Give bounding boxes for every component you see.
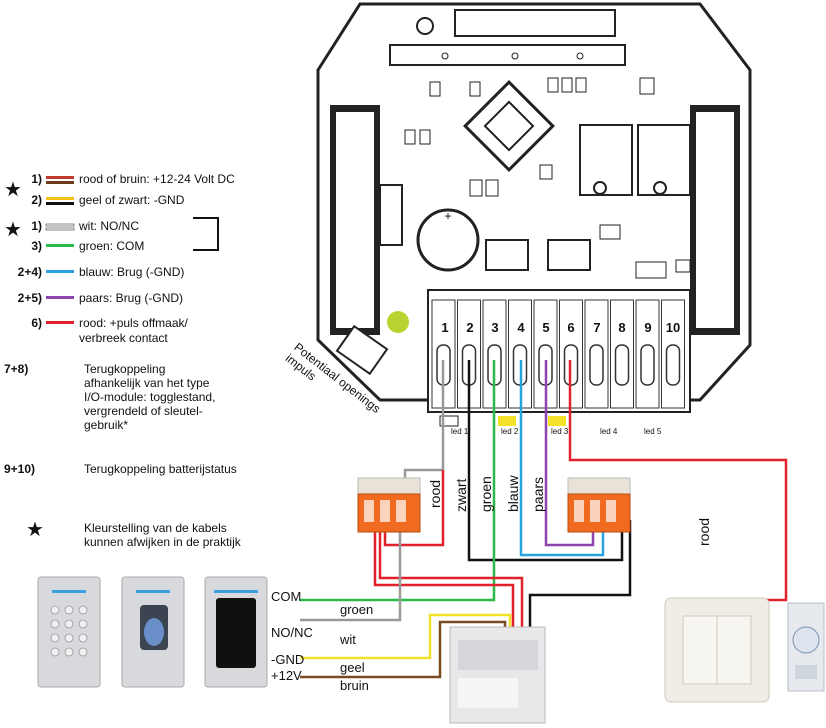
wire-label-groen: groen	[478, 476, 494, 512]
legend-text-6: paars: Brug (-GND)	[79, 291, 184, 305]
psu-term-12v: +12V	[271, 668, 302, 683]
terminal-9: 9	[644, 320, 652, 335]
terminal-slot	[589, 344, 604, 386]
legend-text-3: wit: NO/NC	[79, 219, 139, 233]
led-2-label: led 2	[501, 427, 519, 436]
legend-num-2: 2)	[31, 193, 42, 207]
wire-label-zwart: zwart	[453, 478, 469, 512]
terminal-8: 8	[618, 320, 626, 335]
wire-label-blauw: blauw	[505, 475, 521, 512]
wire-label-paars: paars	[530, 476, 546, 512]
keypad-reader	[37, 576, 101, 688]
terminal-10: 10	[665, 320, 681, 335]
psu-term-nonc: NO/NC	[271, 625, 313, 640]
terminal-4: 4	[517, 320, 525, 335]
legend-swatches	[45, 176, 75, 324]
led-1-label: led 1	[451, 427, 469, 436]
legend-num-7: 6)	[31, 316, 42, 330]
wire-black-2	[467, 360, 624, 562]
terminal-3: 3	[491, 320, 499, 335]
legend-text-7-cont: verbreek contact	[79, 331, 168, 345]
wire-label-rood-left: rood	[427, 479, 443, 508]
psu-term-com: COM	[271, 589, 302, 604]
led-3-label: led 3	[551, 427, 569, 436]
legend-num-4: 3)	[31, 239, 42, 253]
terminal-5: 5	[542, 320, 550, 335]
note-78-num: 7+8)	[4, 362, 29, 376]
fingerprint-reader	[121, 576, 185, 688]
star-icon: ★	[26, 519, 44, 541]
psu-color-groen: groen	[340, 602, 374, 617]
terminal-1: 1	[441, 320, 449, 335]
psu-color-geel: geel	[340, 660, 365, 675]
terminal-slot	[614, 344, 630, 386]
legend-text-4: groen: COM	[79, 239, 145, 253]
legend-text-7: rood: +puls offmaak/	[79, 316, 188, 330]
power-supply	[449, 626, 546, 724]
rfid-reader	[204, 576, 268, 688]
status-led	[387, 311, 409, 333]
note-910-text: Terugkoppeling batterijstatus	[84, 462, 237, 476]
psu-color-bruin: bruin	[340, 678, 369, 693]
led-4-label: led 4	[600, 427, 618, 436]
terminal-2: 2	[466, 320, 474, 335]
led-5-label: led 5	[644, 427, 662, 436]
wago-connector-right	[567, 477, 631, 533]
legend-num-3: 1)	[31, 219, 42, 233]
star-note: Kleurstelling van de kabels kunnen afwij…	[84, 521, 241, 549]
wago-connector-left	[357, 477, 421, 533]
light-switch	[664, 597, 770, 703]
wire-green-3	[300, 360, 496, 602]
wire-label-rood-right: rood	[696, 517, 712, 546]
legend-num-5: 2+4)	[17, 265, 42, 279]
legend-text-2: geel of zwart: -GND	[79, 193, 185, 207]
wire-blue-4	[519, 360, 605, 557]
legend-num-6: 2+5)	[17, 291, 42, 305]
note-78-text: Terugkoppeling afhankelijk van het type …	[84, 362, 216, 432]
psu-term-gnd: -GND	[271, 652, 305, 667]
terminal-6: 6	[567, 320, 575, 335]
svg-text:+: +	[444, 209, 451, 223]
timer-module	[787, 602, 825, 692]
terminal-slot	[640, 344, 655, 386]
legend-text-1: rood of bruin: +12-24 Volt DC	[79, 172, 235, 186]
star-icon: ★	[4, 179, 22, 201]
star-icon: ★	[4, 219, 22, 241]
note-910-num: 9+10)	[4, 462, 36, 476]
terminal-7: 7	[593, 320, 601, 335]
terminal-slot	[665, 344, 681, 386]
legend-text-5: blauw: Brug (-GND)	[79, 265, 185, 279]
psu-color-wit: wit	[340, 632, 356, 647]
legend-num-1: 1)	[31, 172, 42, 186]
